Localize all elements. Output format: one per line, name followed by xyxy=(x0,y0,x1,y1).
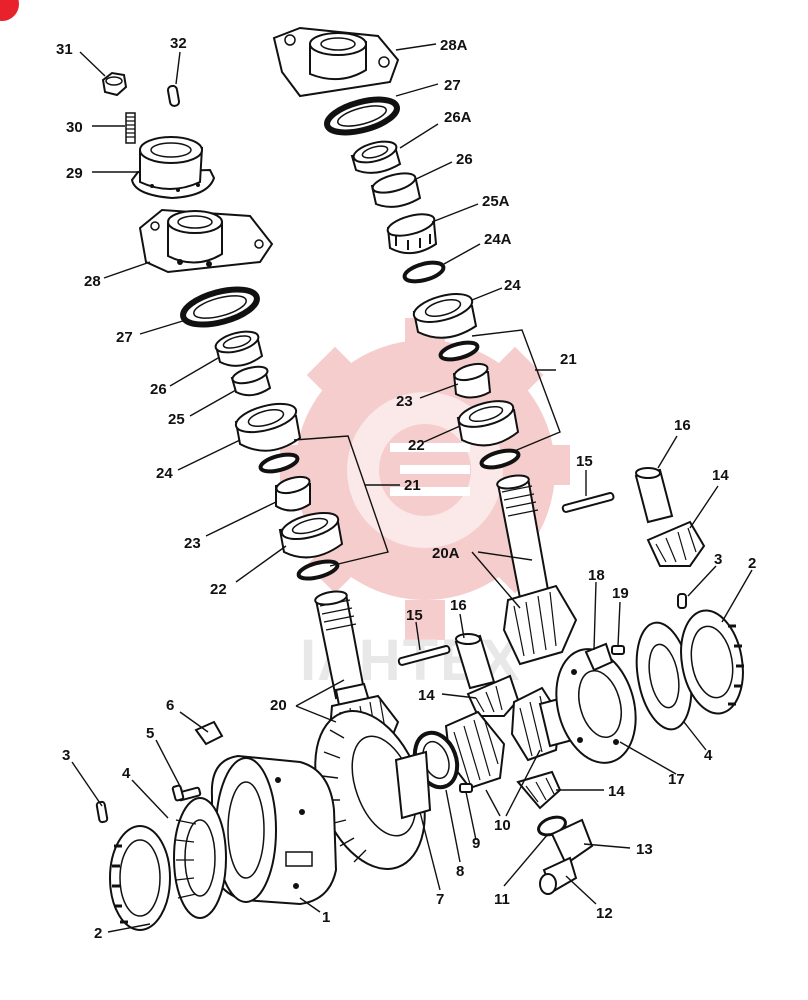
callout-23-right: 23 xyxy=(396,393,413,410)
callout-29: 29 xyxy=(66,165,83,182)
callout-28: 28 xyxy=(84,273,101,290)
callout-22-left: 22 xyxy=(210,581,227,598)
part-15-pin-middle xyxy=(397,645,451,666)
callout-24-right: 24 xyxy=(504,277,521,294)
part-6-lock xyxy=(194,720,224,746)
callout-2-left: 2 xyxy=(94,925,102,942)
part-9-washer xyxy=(459,783,473,793)
part-24-bearing-right xyxy=(412,293,478,339)
callout-4-right: 4 xyxy=(704,747,713,764)
callout-4-left: 4 xyxy=(122,765,131,782)
callout-24-left: 24 xyxy=(156,465,173,482)
callout-30: 30 xyxy=(66,119,83,136)
part-21-bearing-set-left xyxy=(258,452,344,581)
part-16-shaft-right xyxy=(634,467,674,524)
part-20A-pinion-shaft xyxy=(496,474,578,666)
part-1-differential-case xyxy=(210,754,338,906)
part-14-gear-bottom xyxy=(516,770,562,810)
part-5-screw xyxy=(171,784,202,802)
callout-26-left: 26 xyxy=(150,381,167,398)
part-15-pin-right xyxy=(561,492,615,513)
callout-23-left: 23 xyxy=(184,535,201,552)
leader-lines xyxy=(71,43,753,933)
part-26-race-right xyxy=(370,172,422,208)
part-28A-housing xyxy=(272,26,400,98)
part-24-bearing-left xyxy=(234,402,302,452)
part-19-bolt xyxy=(611,645,625,655)
callout-27-right: 27 xyxy=(444,77,461,94)
callout-32: 32 xyxy=(170,35,187,52)
part-2-adjusting-nut-left xyxy=(109,825,171,931)
callout-15-right: 15 xyxy=(576,453,593,470)
part-17-case-half xyxy=(555,648,637,764)
part-3-pin-right xyxy=(677,593,687,609)
callout-9: 9 xyxy=(472,835,480,852)
callout-26-right: 26 xyxy=(456,151,473,168)
callout-14-bottom: 14 xyxy=(608,783,625,800)
callout-16-middle: 16 xyxy=(450,597,467,614)
callout-5: 5 xyxy=(146,725,154,742)
part-26A-race xyxy=(350,140,402,174)
callout-17: 17 xyxy=(668,771,685,788)
part-7-ring-gear xyxy=(314,710,432,870)
part-32-pin xyxy=(166,84,181,107)
callout-19: 19 xyxy=(612,585,629,602)
callout-20A: 20A xyxy=(432,545,460,562)
part-27-seal-right xyxy=(324,96,400,136)
part-25A-nut xyxy=(386,213,438,255)
callout-1: 1 xyxy=(322,909,330,926)
callout-14-middle: 14 xyxy=(418,687,435,704)
callout-20: 20 xyxy=(270,697,287,714)
callout-10: 10 xyxy=(494,817,511,834)
part-29-cap xyxy=(130,136,216,200)
callout-21-left: 21 xyxy=(404,477,421,494)
part-24A-washer xyxy=(402,260,446,284)
part-25-sleeve-left xyxy=(230,365,272,397)
part-14-gear-right xyxy=(646,520,706,567)
callout-11: 11 xyxy=(494,891,510,908)
part-4-bearing-left xyxy=(173,797,227,919)
callout-7: 7 xyxy=(436,891,444,908)
part-27-seal-left xyxy=(180,286,260,328)
callout-31: 31 xyxy=(56,41,73,58)
callout-27-left: 27 xyxy=(116,329,133,346)
callout-22-right: 22 xyxy=(408,437,425,454)
callout-26A: 26A xyxy=(444,109,472,126)
callout-18: 18 xyxy=(588,567,605,584)
part-30-stud xyxy=(125,112,136,144)
part-10-side-gears xyxy=(444,686,582,790)
callout-28A: 28A xyxy=(440,37,468,54)
callout-3-left: 3 xyxy=(62,747,70,764)
callout-25-left: 25 xyxy=(168,411,185,428)
callout-6: 6 xyxy=(166,697,174,714)
part-2-adjusting-nut-right xyxy=(680,609,744,715)
part-31-nut xyxy=(101,71,128,97)
callout-15-middle: 15 xyxy=(406,607,423,624)
corner-mark xyxy=(0,0,19,21)
part-21-bearing-set-right xyxy=(438,340,521,470)
part-3-pin-left xyxy=(95,800,109,824)
callout-8: 8 xyxy=(456,863,464,880)
callout-21-right: 21 xyxy=(560,351,577,368)
part-26-race-left xyxy=(214,330,264,367)
callout-24A: 24A xyxy=(484,231,512,248)
callout-25A: 25A xyxy=(482,193,510,210)
part-18-lock-plate xyxy=(584,642,614,672)
callout-3-right: 3 xyxy=(714,551,722,568)
callout-labels: 31 32 30 29 28 27 26 25 24 23 22 21 28A … xyxy=(56,35,756,942)
part-28-housing xyxy=(138,208,274,274)
callout-16-right: 16 xyxy=(674,417,691,434)
callout-12: 12 xyxy=(596,905,613,922)
callout-13: 13 xyxy=(636,841,653,858)
callout-14-right: 14 xyxy=(712,467,729,484)
part-12-13-cross-shaft xyxy=(539,818,594,895)
callout-2-right: 2 xyxy=(748,555,756,572)
